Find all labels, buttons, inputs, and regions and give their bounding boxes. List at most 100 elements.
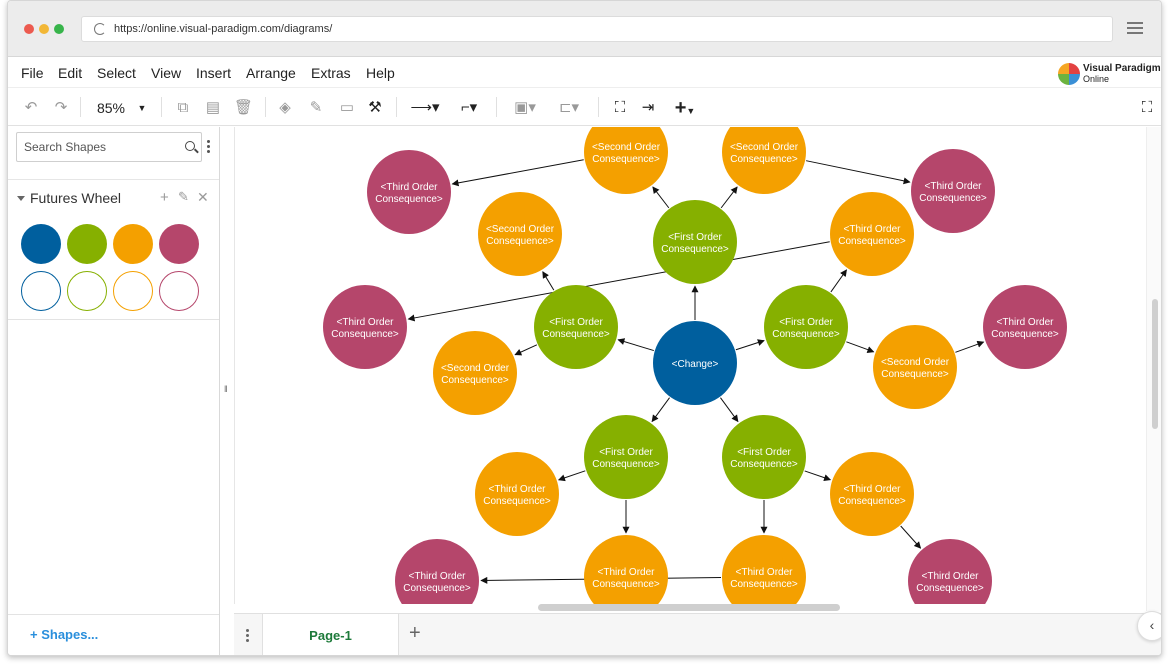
- node-circle[interactable]: [722, 127, 806, 194]
- node-circle[interactable]: [722, 415, 806, 499]
- vertical-scroll-thumb[interactable]: [1152, 299, 1158, 429]
- node-circle[interactable]: [367, 150, 451, 234]
- node-circle[interactable]: [653, 200, 737, 284]
- fit-width-icon[interactable]: ⇥: [641, 99, 655, 116]
- align-icon[interactable]: ⊏▾: [558, 99, 580, 116]
- connector-f4-s7[interactable]: [558, 470, 586, 482]
- shape-outline-green[interactable]: [67, 271, 107, 311]
- page-menu-icon[interactable]: [246, 629, 249, 644]
- insert-plus-icon[interactable]: +▼: [674, 97, 696, 119]
- menu-file[interactable]: File: [21, 65, 44, 81]
- shape-outline-magenta[interactable]: [159, 271, 199, 311]
- node-circle[interactable]: [584, 127, 668, 194]
- more-shapes-link[interactable]: + Shapes...: [8, 614, 219, 655]
- connector-f2-s4[interactable]: [720, 186, 738, 209]
- menu-help[interactable]: Help: [366, 65, 395, 81]
- fill-color-icon[interactable]: ◈: [279, 99, 291, 116]
- maximize-dot[interactable]: [54, 24, 64, 34]
- undo-icon[interactable]: ↶: [24, 99, 38, 116]
- node-circle[interactable]: [983, 285, 1067, 369]
- shape-outline-blue[interactable]: [21, 271, 61, 311]
- node-circle[interactable]: [653, 321, 737, 405]
- connector-c-f3[interactable]: [735, 339, 765, 351]
- shape-outline-orange[interactable]: [113, 271, 153, 311]
- menu-extras[interactable]: Extras: [311, 65, 351, 81]
- node-circle[interactable]: [584, 535, 668, 604]
- redo-icon[interactable]: ↷: [54, 99, 68, 116]
- node-circle[interactable]: [908, 539, 992, 604]
- chevron-down-icon[interactable]: [17, 196, 25, 201]
- connector-f3-s5[interactable]: [830, 269, 847, 293]
- horizontal-scroll-thumb[interactable]: [538, 604, 840, 611]
- sidebar-more-icon[interactable]: [207, 140, 210, 154]
- address-bar[interactable]: https://online.visual-paradigm.com/diagr…: [81, 16, 1113, 42]
- futures-wheel-section[interactable]: Futures Wheel + ✎ ✕: [8, 179, 219, 215]
- shape-filled-blue[interactable]: [21, 224, 61, 264]
- node-circle[interactable]: [534, 285, 618, 369]
- page-tab-1[interactable]: Page-1: [262, 614, 399, 655]
- node-circle[interactable]: [323, 285, 407, 369]
- zoom-level[interactable]: 85%: [96, 100, 126, 116]
- connector-s5-t3[interactable]: [407, 241, 830, 322]
- node-circle[interactable]: [478, 192, 562, 276]
- connector-f2-s3[interactable]: [652, 186, 670, 209]
- collapse-panel-button[interactable]: ‹: [1137, 611, 1161, 641]
- vertical-scrollbar[interactable]: [1146, 127, 1161, 611]
- connector-f5-s10[interactable]: [804, 470, 832, 482]
- connector-s10-t6[interactable]: [900, 525, 922, 549]
- search-icon[interactable]: [185, 141, 195, 151]
- zoom-dropdown-icon[interactable]: ▼: [137, 103, 147, 113]
- menu-edit[interactable]: Edit: [58, 65, 83, 81]
- node-circle[interactable]: [722, 535, 806, 604]
- node-circle[interactable]: [584, 415, 668, 499]
- waypoint-style-icon[interactable]: ⌐▾: [460, 99, 478, 116]
- connector-s4-t2[interactable]: [806, 160, 911, 185]
- node-circle[interactable]: [830, 452, 914, 536]
- connector-style-icon[interactable]: ⟶▾: [410, 99, 440, 116]
- search-shapes-input[interactable]: Search Shapes: [16, 132, 202, 162]
- arrange-icon[interactable]: ▣▾: [514, 99, 536, 116]
- minimize-dot[interactable]: [39, 24, 49, 34]
- browser-menu-icon[interactable]: [1127, 22, 1143, 36]
- node-circle[interactable]: [911, 149, 995, 233]
- paste-icon[interactable]: ▤: [205, 99, 221, 116]
- menu-view[interactable]: View: [151, 65, 182, 81]
- add-icon[interactable]: +: [160, 189, 169, 206]
- node-circle[interactable]: [873, 325, 957, 409]
- format-painter-icon[interactable]: ⚒: [368, 99, 382, 116]
- close-icon[interactable]: ✕: [197, 189, 209, 205]
- connector-f1-s1[interactable]: [514, 344, 538, 356]
- menu-arrange[interactable]: Arrange: [246, 65, 296, 81]
- fit-page-icon[interactable]: ⛶: [614, 99, 626, 116]
- shape-filled-magenta[interactable]: [159, 224, 199, 264]
- connector-s3-t1[interactable]: [451, 159, 584, 187]
- shadow-icon[interactable]: ▭: [339, 99, 355, 116]
- shape-filled-orange[interactable]: [113, 224, 153, 264]
- close-dot[interactable]: [24, 24, 34, 34]
- node-circle[interactable]: [433, 331, 517, 415]
- node-circle[interactable]: [475, 452, 559, 536]
- delete-icon[interactable]: 🗑: [234, 99, 254, 116]
- menu-insert[interactable]: Insert: [196, 65, 232, 81]
- menu-select[interactable]: Select: [97, 65, 136, 81]
- connector-f1-s2[interactable]: [542, 271, 555, 291]
